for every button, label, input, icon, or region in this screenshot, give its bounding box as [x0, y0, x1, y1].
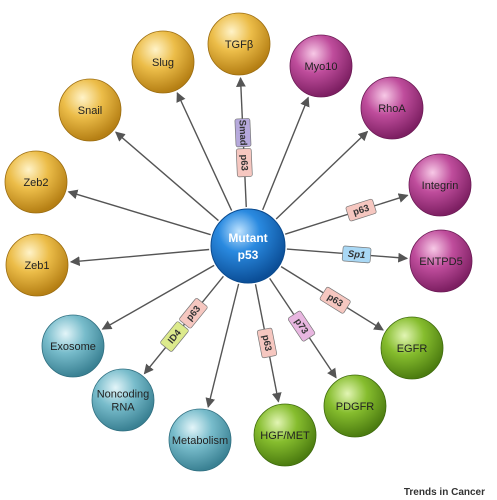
node-tgfb: TGFβ	[207, 12, 271, 76]
node-label-noncoding-2: RNA	[111, 402, 135, 414]
node-rhoa: RhoA	[360, 76, 424, 140]
mediator-egfr-p63: p63	[319, 286, 351, 314]
node-label-rhoa: RhoA	[378, 103, 406, 115]
node-integrin: Integrin	[408, 153, 472, 217]
center-node-circle	[210, 208, 286, 284]
node-zeb1: Zeb1	[5, 233, 69, 297]
mediator-box	[234, 118, 252, 148]
node-snail: Snail	[58, 78, 122, 142]
mediator-label: Sp1	[347, 249, 365, 261]
node-label-myo10: Myo10	[304, 61, 337, 73]
node-circle-entpd5	[409, 229, 473, 293]
arrow-to-slug	[176, 91, 233, 211]
node-label-pdgfr: PDGFR	[336, 401, 375, 413]
center-label-line1: Mutant	[228, 231, 267, 245]
node-circle-metabolism	[168, 408, 232, 472]
arrow-to-metabolism	[205, 283, 240, 408]
mediator-box	[235, 148, 253, 178]
node-myo10: Myo10	[289, 34, 353, 98]
mediator-noncoding-p63: p63	[179, 298, 208, 329]
node-hgfmet: HGF/MET	[253, 403, 317, 467]
mediator-label: p63	[238, 154, 250, 171]
mediator-box	[345, 198, 377, 222]
center-label-line2: p53	[238, 248, 259, 262]
mediator-box	[287, 310, 316, 342]
node-circle-hgfmet	[253, 403, 317, 467]
node-label-zeb2: Zeb2	[23, 177, 48, 189]
node-circle-myo10	[289, 34, 353, 98]
footer-journal-name: Trends in Cancer	[403, 487, 485, 498]
mediator-box	[160, 321, 189, 352]
mediator-label: p63	[352, 203, 371, 218]
mediator-noncoding-id4: ID4	[160, 321, 189, 352]
arrow-to-exosome	[101, 264, 215, 330]
mediator-tgfb-p63: p63	[235, 148, 253, 178]
arrow-to-zeb1	[69, 248, 210, 267]
arrow-to-snail	[115, 131, 219, 222]
mediator-box	[319, 286, 351, 314]
node-label-noncoding-1: Noncoding	[97, 389, 150, 401]
center-node: Mutant p53	[210, 208, 286, 284]
node-circle-slug	[131, 30, 195, 94]
arrow-to-myo10	[262, 96, 310, 211]
node-zeb2: Zeb2	[4, 150, 68, 214]
node-label-tgfb: TGFβ	[225, 39, 253, 51]
node-metabolism: Metabolism	[168, 408, 232, 472]
node-egfr: EGFR	[380, 316, 444, 380]
node-slug: Slug	[131, 30, 195, 94]
node-circle-egfr	[380, 316, 444, 380]
node-circle-tgfb	[207, 12, 271, 76]
arrow-to-noncoding	[143, 275, 224, 375]
node-label-zeb1: Zeb1	[24, 260, 49, 272]
mediator-box	[179, 298, 208, 329]
node-circle-pdgfr	[323, 374, 387, 438]
node-circle-zeb1	[5, 233, 69, 297]
node-circle-exosome	[41, 314, 105, 378]
node-circle-rhoa	[360, 76, 424, 140]
mediator-box	[341, 245, 372, 264]
node-label-entpd5: ENTPD5	[419, 256, 462, 268]
node-circle-integrin	[408, 153, 472, 217]
mediator-label: p63	[260, 334, 274, 352]
mediator-entpd5-sp1: Sp1	[341, 245, 372, 264]
arrow-to-integrin	[284, 193, 409, 235]
mediator-label: Smad	[236, 120, 248, 147]
node-label-snail: Snail	[78, 105, 102, 117]
node-label-hgfmet: HGF/MET	[260, 430, 310, 442]
node-circle-noncoding	[91, 368, 155, 432]
mediator-integrin-p63: p63	[345, 198, 377, 222]
node-label-exosome: Exosome	[50, 341, 96, 353]
node-label-slug: Slug	[152, 57, 174, 69]
node-entpd5: ENTPD5	[409, 229, 473, 293]
mediator-tgfb-smad: Smad	[234, 118, 252, 148]
mediator-pdgfr-p73: p73	[287, 310, 316, 342]
arrow-to-zeb2	[67, 189, 211, 236]
node-label-egfr: EGFR	[397, 343, 428, 355]
node-circle-zeb2	[4, 150, 68, 214]
mediator-hgfmet-p63: p63	[256, 327, 278, 359]
node-label-metabolism: Metabolism	[172, 435, 228, 447]
mediator-box	[256, 327, 278, 359]
arrow-to-rhoa	[275, 130, 369, 220]
node-pdgfr: PDGFR	[323, 374, 387, 438]
node-circle-snail	[58, 78, 122, 142]
node-exosome: Exosome	[41, 314, 105, 378]
node-label-integrin: Integrin	[422, 180, 459, 192]
